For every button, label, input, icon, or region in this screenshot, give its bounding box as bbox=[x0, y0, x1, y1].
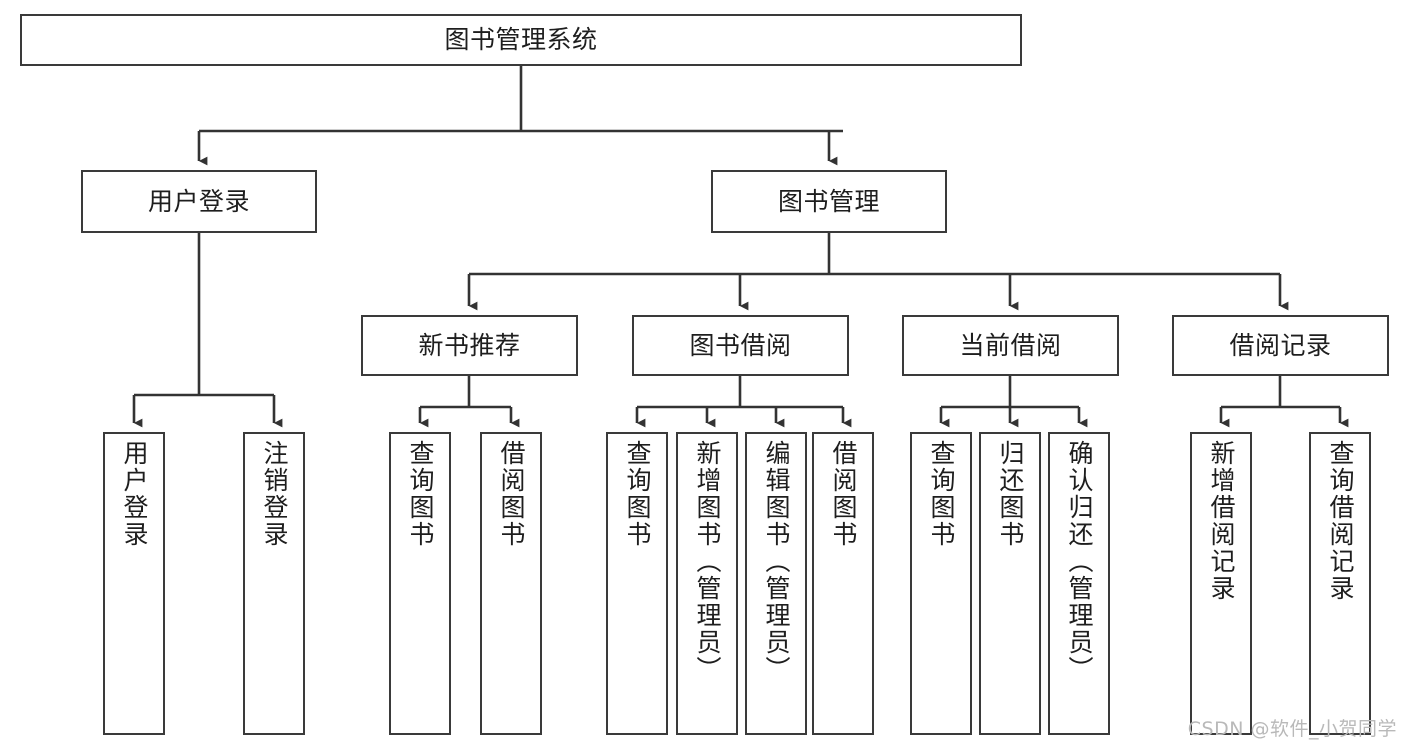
node-borrow-record[interactable]: 借阅记录 bbox=[1172, 315, 1389, 376]
node-label: 图书管理 bbox=[777, 186, 880, 216]
node-book-management[interactable]: 图书管理 bbox=[711, 170, 947, 233]
node-label: 当前借阅 bbox=[959, 330, 1062, 360]
node-label: 查询图书 bbox=[406, 440, 435, 548]
leaf-borrow-book[interactable]: 借阅图书 bbox=[812, 432, 874, 735]
node-current-borrow[interactable]: 当前借阅 bbox=[902, 315, 1119, 376]
leaf-query-borrow-record[interactable]: 查询借阅记录 bbox=[1309, 432, 1371, 735]
node-label: 归还图书 bbox=[996, 440, 1025, 548]
node-label: 新增借阅记录 bbox=[1207, 440, 1236, 602]
leaf-confirm-return-admin[interactable]: 确认归还（管理员） bbox=[1048, 432, 1110, 735]
node-label: 查询图书 bbox=[623, 440, 652, 548]
node-label: 用户登录 bbox=[120, 440, 149, 548]
leaf-logout[interactable]: 注销登录 bbox=[243, 432, 305, 735]
node-new-book-recommend[interactable]: 新书推荐 bbox=[361, 315, 578, 376]
node-label: 新书推荐 bbox=[418, 330, 521, 360]
node-label: 借阅图书 bbox=[497, 440, 526, 548]
watermark-text: CSDN @软件_小贺同学 bbox=[1187, 718, 1397, 740]
leaf-query-book-new[interactable]: 查询图书 bbox=[389, 432, 451, 735]
node-label: 图书管理系统 bbox=[444, 25, 598, 54]
node-label: 查询图书 bbox=[927, 440, 956, 548]
node-label: 确认归还（管理员） bbox=[1065, 440, 1094, 683]
leaf-return-book[interactable]: 归还图书 bbox=[979, 432, 1041, 735]
node-label: 用户登录 bbox=[147, 186, 250, 216]
node-label: 图书借阅 bbox=[689, 330, 792, 360]
node-label: 新增图书（管理员） bbox=[693, 440, 722, 683]
node-label: 借阅图书 bbox=[829, 440, 858, 548]
node-label: 查询借阅记录 bbox=[1326, 440, 1355, 602]
node-label: 注销登录 bbox=[260, 440, 289, 548]
node-label: 编辑图书（管理员） bbox=[762, 440, 791, 683]
node-root-book-management-system[interactable]: 图书管理系统 bbox=[20, 14, 1022, 66]
node-book-borrow[interactable]: 图书借阅 bbox=[632, 315, 849, 376]
leaf-edit-book-admin[interactable]: 编辑图书（管理员） bbox=[745, 432, 807, 735]
leaf-borrow-book-new[interactable]: 借阅图书 bbox=[480, 432, 542, 735]
leaf-user-login[interactable]: 用户登录 bbox=[103, 432, 165, 735]
leaf-query-book-borrow[interactable]: 查询图书 bbox=[606, 432, 668, 735]
leaf-add-book-admin[interactable]: 新增图书（管理员） bbox=[676, 432, 738, 735]
node-user-login[interactable]: 用户登录 bbox=[81, 170, 317, 233]
leaf-add-borrow-record[interactable]: 新增借阅记录 bbox=[1190, 432, 1252, 735]
leaf-query-book-current[interactable]: 查询图书 bbox=[910, 432, 972, 735]
node-label: 借阅记录 bbox=[1229, 330, 1332, 360]
